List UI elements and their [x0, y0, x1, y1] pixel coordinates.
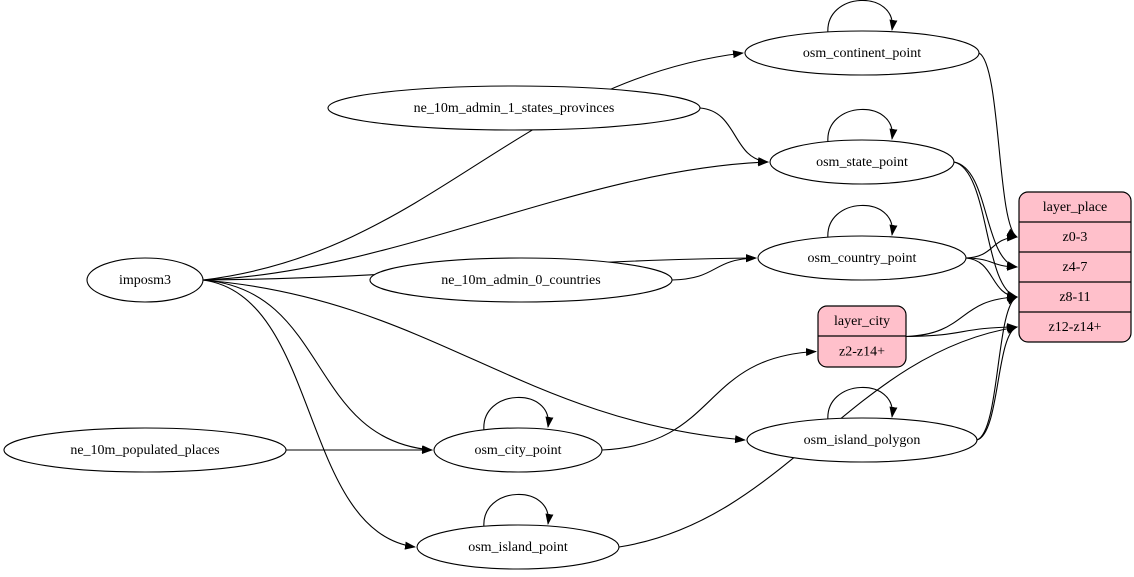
- node-label-osm_country_point: osm_country_point: [808, 251, 917, 266]
- edge-self-osm_state_point: [827, 108, 898, 144]
- record-title-layer_place: layer_place: [1043, 200, 1108, 215]
- edge-osm_island_polygon-to-layer_place-z8-11: [976, 296, 1018, 441]
- node-osm_country_point[interactable]: osm_country_point: [757, 235, 967, 281]
- edge-self-osm_continent_point: [827, 0, 898, 35]
- record-node-layer_place[interactable]: layer_place z0-3 z4-7 z8-11 z12-z14+: [1018, 191, 1132, 343]
- node-label-imposm3: imposm3: [119, 273, 171, 288]
- node-imposm3[interactable]: imposm3: [86, 257, 204, 303]
- node-shape-imposm3: [86, 257, 204, 303]
- node-shape-ne_10m_populated_places: [3, 427, 287, 473]
- edge-self-osm_country_point: [827, 204, 898, 240]
- node-shape-osm_island_polygon: [746, 417, 978, 463]
- edge-osm_island_polygon-to-layer_place-z12-z14+: [976, 326, 1018, 441]
- edge-self-osm_city_point: [483, 396, 554, 432]
- record-row-layer_place-z8-11[interactable]: z8-11: [1059, 290, 1090, 305]
- edge-osm_city_point-to-layer_city-z2-z14+: [601, 348, 817, 451]
- edge-imposm3-to-osm_island_polygon: [202, 279, 746, 444]
- record-row-layer_place-z0-3[interactable]: z0-3: [1063, 230, 1088, 245]
- node-osm_continent_point[interactable]: osm_continent_point: [744, 30, 980, 76]
- node-label-osm_island_point: osm_island_point: [468, 540, 568, 555]
- edge-imposm3-to-osm_city_point: [202, 279, 433, 454]
- node-label-osm_continent_point: osm_continent_point: [803, 46, 921, 61]
- edge-imposm3-to-osm_state_point: [202, 158, 769, 281]
- nodes-layer: imposm3 ne_10m_admin_1_states_provincesne…: [3, 30, 1132, 570]
- edge-self-osm_island_polygon: [827, 386, 898, 422]
- edge-ne_10m_admin_0_countries-to-osm_country_point: [671, 254, 757, 281]
- node-shape-osm_continent_point: [744, 30, 980, 76]
- node-shape-ne_10m_admin_0_countries: [369, 257, 673, 303]
- edge-layer_city-to-layer_place-z12-z14+: [905, 323, 1018, 338]
- edge-imposm3-to-osm_island_point: [202, 279, 416, 550]
- node-shape-osm_city_point: [433, 427, 603, 473]
- record-row-layer_city-z2-z14+[interactable]: z2-z14+: [839, 345, 885, 360]
- edge-osm_country_point-to-layer_place-z0-3: [965, 233, 1018, 259]
- node-label-ne_10m_admin_1_states_provinces: ne_10m_admin_1_states_provinces: [414, 101, 615, 116]
- record-box-layer_place: [1018, 191, 1132, 343]
- record-row-layer_place-z12-z14+[interactable]: z12-z14+: [1049, 320, 1102, 335]
- edge-osm_state_point-to-layer_place-z4-7: [953, 161, 1018, 270]
- node-label-ne_10m_admin_0_countries: ne_10m_admin_0_countries: [441, 273, 600, 288]
- record-node-layer_city[interactable]: layer_city z2-z14+: [817, 305, 907, 368]
- node-ne_10m_populated_places[interactable]: ne_10m_populated_places: [3, 427, 287, 473]
- edge-imposm3-to-osm_continent_point: [202, 50, 744, 281]
- edge-osm_state_point-to-layer_place-z8-11: [953, 161, 1018, 299]
- node-shape-ne_10m_admin_1_states_provinces: [327, 85, 701, 131]
- edge-osm_continent_point-to-layer_place-z0-3: [978, 52, 1018, 238]
- node-shape-osm_state_point: [769, 139, 955, 185]
- edge-osm_country_point-to-layer_place-z4-7: [965, 257, 1018, 271]
- node-ne_10m_admin_1_states_provinces[interactable]: ne_10m_admin_1_states_provinces: [327, 85, 701, 131]
- record-title-layer_city: layer_city: [834, 314, 890, 329]
- edge-self-osm_island_point: [483, 493, 554, 529]
- edge-ne_10m_admin_1_states_provinces-to-osm_state_point: [699, 107, 769, 166]
- node-osm_city_point[interactable]: osm_city_point: [433, 427, 603, 473]
- node-ne_10m_admin_0_countries[interactable]: ne_10m_admin_0_countries: [369, 257, 673, 303]
- node-osm_island_polygon[interactable]: osm_island_polygon: [746, 417, 978, 463]
- node-osm_state_point[interactable]: osm_state_point: [769, 139, 955, 185]
- node-shape-osm_country_point: [757, 235, 967, 281]
- node-label-ne_10m_populated_places: ne_10m_populated_places: [70, 443, 219, 458]
- edges-layer: [202, 0, 1018, 550]
- node-label-osm_island_polygon: osm_island_polygon: [804, 433, 921, 448]
- node-shape-osm_island_point: [416, 524, 620, 570]
- node-label-osm_state_point: osm_state_point: [816, 155, 908, 170]
- node-osm_island_point[interactable]: osm_island_point: [416, 524, 620, 570]
- record-row-layer_place-z4-7[interactable]: z4-7: [1063, 260, 1088, 275]
- node-label-osm_city_point: osm_city_point: [474, 443, 561, 458]
- edge-layer_city-to-layer_place-z8-11: [905, 293, 1018, 338]
